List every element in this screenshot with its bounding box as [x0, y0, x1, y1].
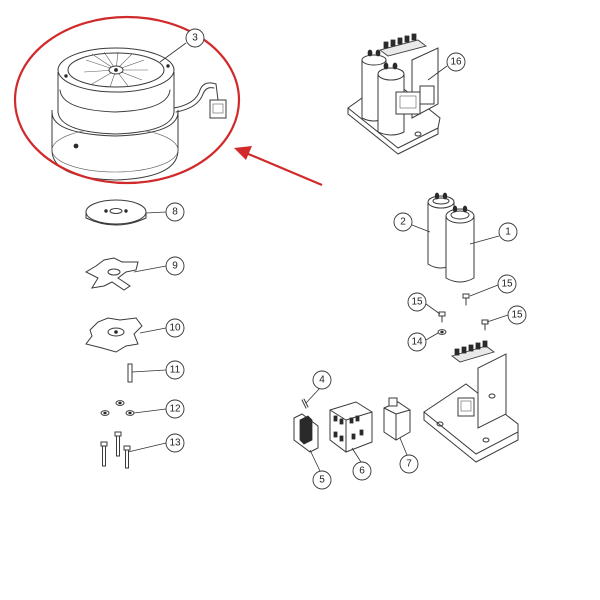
part-contactor-6[interactable] — [329, 401, 373, 453]
svg-text:8: 8 — [172, 207, 178, 218]
part-capacitor-1[interactable] — [445, 205, 475, 283]
callout-6: 6 — [352, 461, 372, 481]
callout-16: 16 — [446, 52, 466, 72]
part-washer-14[interactable] — [437, 329, 447, 335]
callout-4: 4 — [312, 370, 332, 390]
callout-3: 3 — [185, 28, 205, 48]
part-blower-motor[interactable] — [51, 47, 227, 181]
part-mounted-assembly[interactable] — [347, 33, 441, 155]
callout-10: 10 — [165, 318, 185, 338]
svg-text:14: 14 — [411, 337, 423, 348]
part-pin-11[interactable] — [127, 363, 133, 383]
part-relay-7[interactable] — [383, 397, 411, 441]
callout-15-b: 15 — [407, 292, 427, 312]
callout-2: 2 — [393, 212, 413, 232]
svg-text:15: 15 — [511, 310, 523, 321]
callout-15-a: 15 — [497, 274, 517, 294]
callout-5: 5 — [312, 470, 332, 490]
part-contactor-5[interactable] — [293, 413, 319, 453]
svg-text:11: 11 — [170, 365, 181, 376]
svg-text:3: 3 — [192, 33, 198, 44]
callout-9: 9 — [165, 256, 185, 276]
highlight-ellipse — [13, 15, 241, 185]
svg-text:12: 12 — [169, 404, 181, 415]
part-screws-13[interactable] — [100, 431, 131, 469]
callout-15-c: 15 — [507, 305, 527, 325]
part-mounting-bracket[interactable] — [423, 340, 519, 463]
svg-text:15: 15 — [411, 297, 423, 308]
part-plate-9[interactable] — [84, 257, 139, 291]
svg-text:10: 10 — [169, 323, 181, 334]
leader-lines — [127, 42, 509, 472]
svg-text:6: 6 — [359, 466, 365, 477]
svg-text:13: 13 — [169, 438, 181, 449]
part-screw-15[interactable] — [462, 293, 470, 306]
part-screw-15-b[interactable] — [438, 311, 446, 323]
callout-8: 8 — [165, 202, 185, 222]
svg-text:16: 16 — [450, 57, 462, 68]
callout-7: 7 — [399, 454, 419, 474]
svg-text:15: 15 — [501, 279, 513, 290]
part-screw-15-c[interactable] — [481, 319, 489, 331]
svg-text:4: 4 — [319, 375, 325, 386]
callout-13: 13 — [165, 433, 185, 453]
callout-11: 11 — [165, 360, 185, 380]
svg-text:1: 1 — [505, 227, 511, 238]
highlight-arrow — [234, 146, 323, 187]
part-plate-10[interactable] — [85, 317, 143, 353]
svg-text:5: 5 — [319, 475, 325, 486]
part-clip-4[interactable] — [301, 398, 309, 409]
svg-text:2: 2 — [400, 217, 406, 228]
callout-12: 12 — [165, 399, 185, 419]
part-disc-8[interactable] — [85, 199, 147, 226]
svg-text:7: 7 — [406, 459, 412, 470]
svg-text:9: 9 — [172, 261, 178, 272]
part-washers-12[interactable] — [100, 400, 135, 416]
callout-14: 14 — [407, 332, 427, 352]
callout-1: 1 — [498, 222, 518, 242]
